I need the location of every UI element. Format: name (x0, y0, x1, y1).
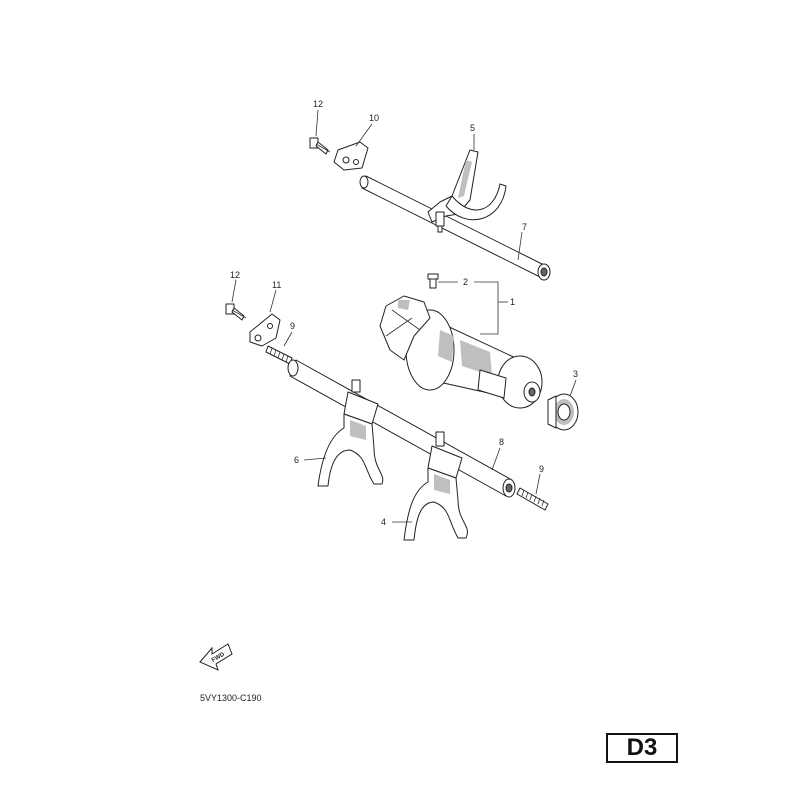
callout-4: 4 (381, 517, 386, 527)
shift-drum (379, 295, 543, 409)
page-code-box: D3 (606, 733, 678, 763)
spring-upper (265, 345, 293, 365)
callout-labels: 12 10 5 7 2 1 3 12 11 9 6 8 9 4 (230, 99, 578, 527)
drum-pin (427, 273, 439, 289)
page-code: D3 (626, 734, 658, 761)
callout-12-lower: 12 (230, 270, 240, 280)
leader-lines (231, 109, 577, 523)
upper-shift-shaft (359, 175, 551, 281)
callout-12-upper: 12 (313, 99, 323, 109)
callout-7: 7 (522, 222, 527, 232)
upper-bolt (309, 137, 331, 155)
callout-9-lower: 9 (539, 464, 544, 474)
lower-bolt (225, 303, 247, 321)
shift-fork-left (317, 379, 384, 487)
callout-8: 8 (499, 437, 504, 447)
callout-10: 10 (369, 113, 379, 123)
callout-9-upper: 9 (290, 321, 295, 331)
callout-6: 6 (294, 455, 299, 465)
callout-3: 3 (573, 369, 578, 379)
callout-2: 2 (463, 277, 468, 287)
fwd-arrow-icon: FWD (199, 643, 233, 671)
diagram-code: 5VY1300-C190 (200, 693, 262, 703)
callout-1: 1 (510, 297, 515, 307)
stopper-plate-upper (333, 141, 369, 171)
callout-5: 5 (470, 123, 475, 133)
bearing (547, 393, 579, 431)
stopper-plate-lower (249, 313, 281, 347)
upper-shift-fork (427, 149, 507, 233)
spring-lower (516, 487, 549, 511)
shift-fork-right (403, 431, 468, 541)
callout-11: 11 (272, 280, 281, 290)
